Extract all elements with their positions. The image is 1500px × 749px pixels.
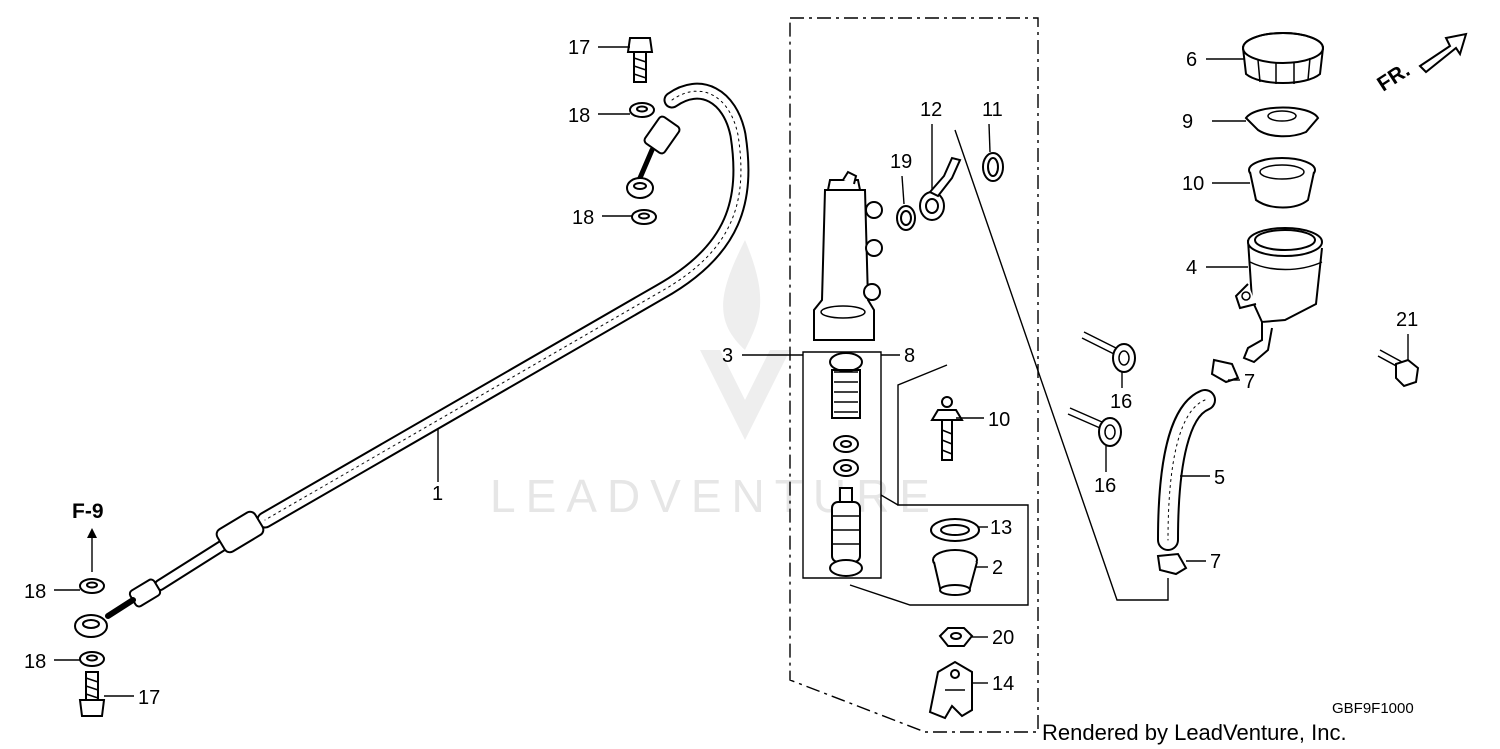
callout-18-d: 18 [24, 651, 46, 673]
callout-18-c: 18 [24, 581, 46, 603]
clip-7-upper[interactable] [1210, 358, 1240, 384]
washer-upper-2[interactable] [631, 209, 657, 225]
callout-17-upper: 17 [568, 37, 590, 59]
front-direction-indicator: FR. [1373, 32, 1468, 96]
clevis-15[interactable] [928, 660, 973, 720]
callout-3: 3 [722, 345, 733, 367]
reservoir-hose-5[interactable] [1157, 389, 1216, 551]
callout-11: 12 [920, 99, 942, 121]
master-cylinder-body[interactable] [813, 170, 883, 341]
watermark: LEADVENTURE [490, 240, 940, 522]
callout-18-b: 18 [572, 207, 594, 229]
bolt-16-upper[interactable] [1081, 331, 1136, 373]
callout-1: 1 [432, 483, 443, 505]
watermark-logo [700, 240, 790, 440]
callout-16-lower: 16 [1094, 475, 1116, 497]
callout-13: 10 [1182, 173, 1204, 195]
bolt-16-lower[interactable] [1067, 407, 1122, 447]
hose-bolt-upper[interactable] [626, 37, 654, 83]
boot-2[interactable] [932, 549, 978, 596]
callout-14: 13 [990, 517, 1012, 539]
diaphragm-13[interactable] [1248, 157, 1316, 209]
washer-lower-2[interactable] [79, 651, 105, 667]
watermark-text: LEADVENTURE [490, 470, 940, 522]
push-rod-10[interactable] [930, 396, 964, 461]
callout-15: 14 [992, 673, 1014, 695]
callout-16-upper: 16 [1110, 391, 1132, 413]
hose-bolt-lower[interactable] [78, 671, 106, 717]
callout-7-upper: 7 [1244, 371, 1255, 393]
cap-6[interactable] [1242, 32, 1324, 84]
front-arrow-icon [1418, 32, 1468, 74]
callout-9: 8 [904, 345, 915, 367]
callout-19: 19 [890, 151, 912, 173]
washer-upper-1[interactable] [629, 102, 655, 118]
callout-6: 6 [1186, 49, 1197, 71]
callout-18-a: 18 [568, 105, 590, 127]
assembly-outline [789, 17, 1039, 733]
callout-21: 21 [1396, 309, 1418, 331]
drawing-code: GBF9F1000 [1332, 700, 1414, 717]
bolt-21[interactable] [1377, 349, 1420, 388]
piston-set[interactable] [829, 352, 863, 577]
callout-7-lower: 7 [1210, 551, 1221, 573]
callouts: 1 17 18 18 18 18 17 3 8 19 12 11 10 [24, 37, 1418, 709]
hose-joint-11[interactable] [919, 156, 962, 221]
reference-f9: F-9 [72, 500, 104, 572]
reference-label: F-9 [72, 500, 104, 523]
callout-20: 20 [992, 627, 1014, 649]
o-ring-19[interactable] [896, 205, 916, 231]
piston-set-bracket [802, 351, 882, 579]
callout-12: 9 [1182, 111, 1193, 133]
front-label: FR. [1373, 58, 1414, 96]
clip-7-lower[interactable] [1156, 552, 1188, 576]
callout-2: 2 [992, 557, 1003, 579]
circlip-14[interactable] [930, 518, 980, 542]
brake-hose[interactable] [74, 82, 750, 638]
credit-text: Rendered by LeadVenture, Inc. [1042, 720, 1347, 745]
washer-lower-1[interactable] [79, 578, 105, 594]
nut-20[interactable] [938, 627, 974, 647]
reservoir-4[interactable] [1234, 227, 1323, 364]
callout-8: 11 [982, 99, 1003, 121]
arrow-up-icon [87, 528, 97, 538]
callout-4: 4 [1186, 257, 1197, 279]
circlip-8[interactable] [982, 152, 1004, 182]
routing-line [954, 129, 1169, 601]
callout-17-lower: 17 [138, 687, 160, 709]
plate-12[interactable] [1244, 106, 1320, 138]
callout-10: 10 [988, 409, 1010, 431]
callout-5: 5 [1214, 467, 1225, 489]
